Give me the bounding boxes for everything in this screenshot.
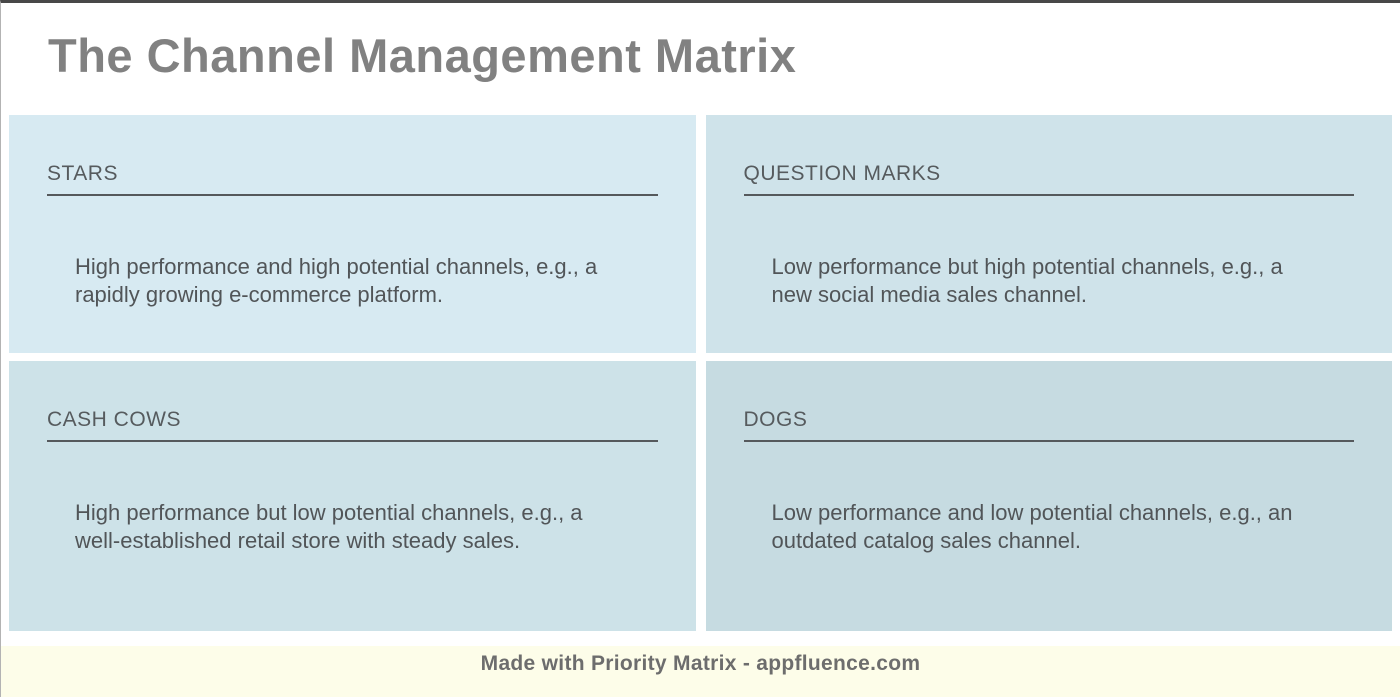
- quadrant-question-marks-description: Low performance but high potential chann…: [771, 254, 1283, 308]
- quadrant-cash-cows-description: High performance but low potential chann…: [75, 500, 583, 554]
- quadrant-dogs-title: DOGS: [743, 408, 1354, 443]
- title-bar: The Channel Management Matrix: [1, 3, 1400, 115]
- quadrant-dogs-description: Low performance and low potential channe…: [771, 500, 1293, 554]
- quadrant-question-marks: QUESTION MARKS Low performance but high …: [705, 115, 1392, 353]
- quadrant-question-marks-title: QUESTION MARKS: [743, 162, 1354, 197]
- quadrant-stars-description: High performance and high potential chan…: [75, 254, 598, 308]
- footer: Made with Priority Matrix - appfluence.c…: [1, 646, 1400, 697]
- quadrant-cash-cows: CASH COWS High performance but low poten…: [9, 361, 696, 631]
- footer-credit-text: Made with Priority Matrix - appfluence.c…: [480, 652, 921, 675]
- quadrant-grid: STARS High performance and high potentia…: [9, 115, 1392, 631]
- quadrant-stars-title: STARS: [47, 162, 658, 197]
- quadrant-cash-cows-title: CASH COWS: [47, 408, 658, 443]
- page-title: The Channel Management Matrix: [48, 29, 797, 82]
- quadrant-dogs: DOGS Low performance and low potential c…: [705, 361, 1392, 631]
- quadrant-stars: STARS High performance and high potentia…: [9, 115, 696, 353]
